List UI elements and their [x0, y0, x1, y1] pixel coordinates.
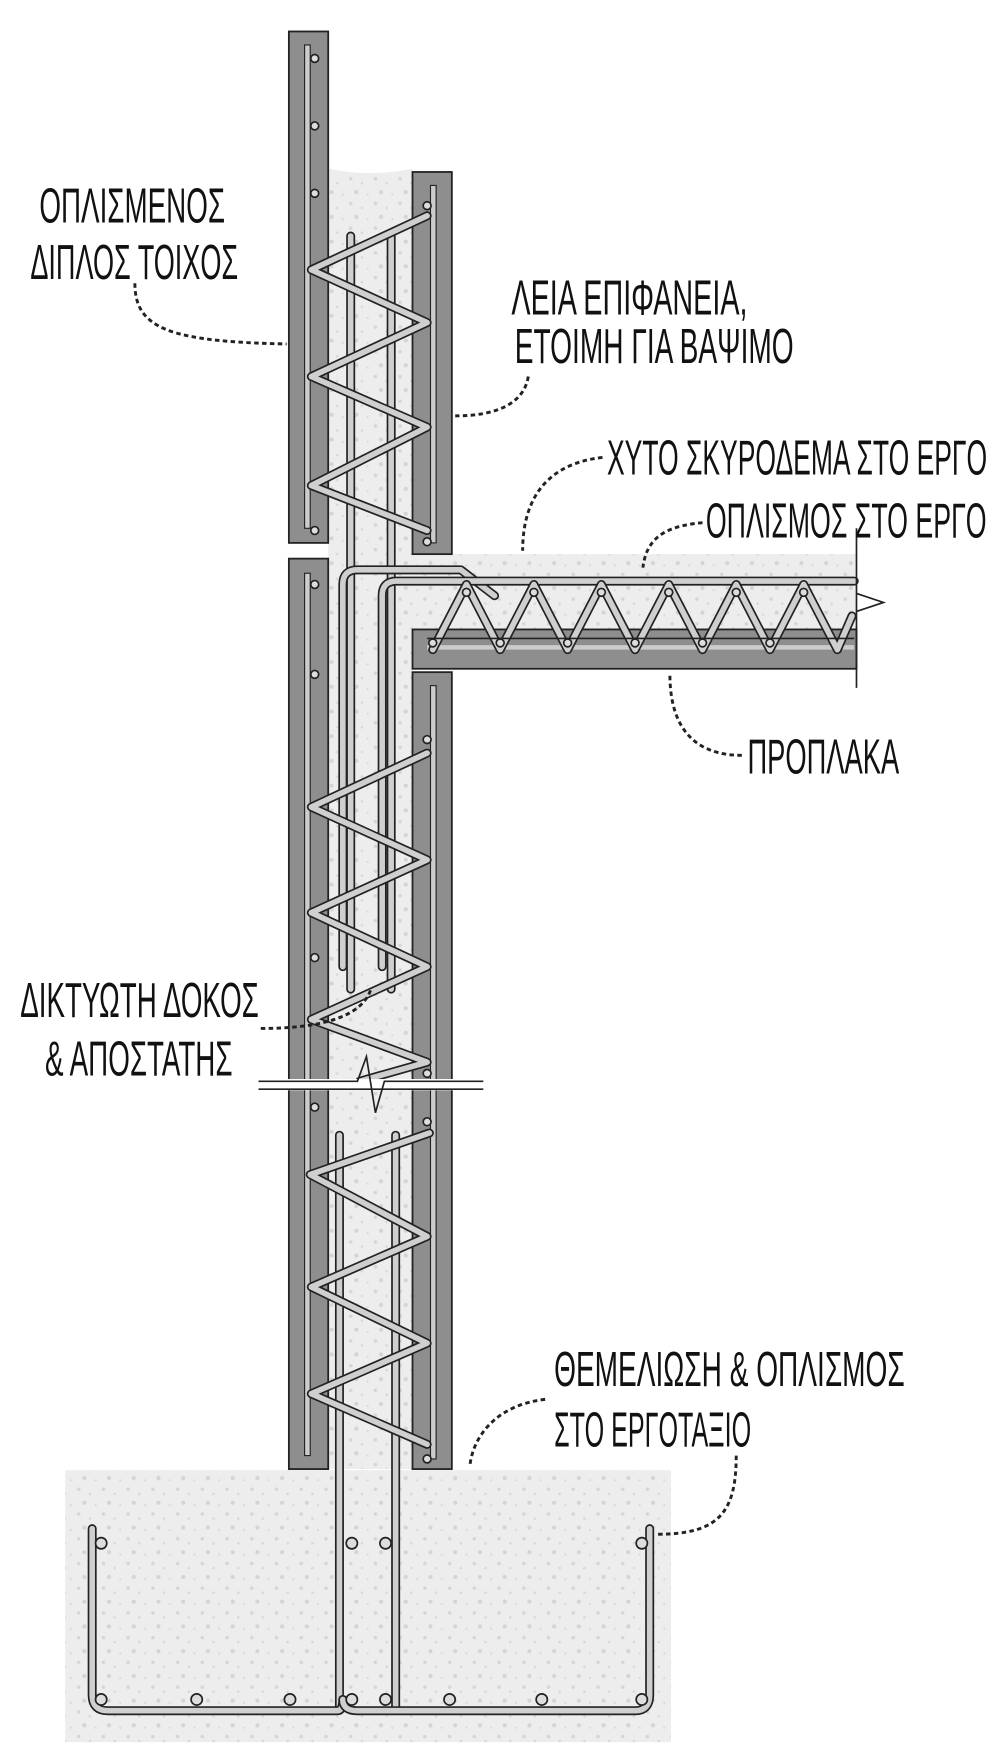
leader-double-wall [133, 283, 287, 346]
slab-cut-mark [856, 592, 887, 613]
label-foundation-line2: ΣΤΟ ΕΡΓΟΤΑΞΙΟ [554, 1403, 751, 1457]
label-reinforced-double-wall-line2: ΔΙΠΛΟΣ ΤΟΙΧΟΣ [30, 236, 238, 290]
label-smooth-surface-line1: ΛΕΙΑ ΕΠΙΦΑΝΕΙΑ, [511, 272, 747, 326]
label-foundation-line1: ΘΕΜΕΛΙΩΣΗ & ΟΠΛΙΣΜΟΣ [554, 1343, 905, 1397]
panel-rebar-dots [309, 53, 432, 1464]
slab-lattice-truss [427, 579, 857, 655]
label-precast-slab: ΠΡΟΠΛΑΚΑ [747, 730, 899, 784]
label-cast-in-place-concrete: ΧΥΤΟ ΣΚΥΡΟΔΕΜΑ ΣΤΟ ΕΡΓΟ [607, 431, 987, 485]
foundation-footing [65, 1470, 672, 1743]
leader-precast-slab [668, 674, 742, 757]
label-lattice-girder-line1: ΔΙΚΤΥΩΤΗ ΔΟΚΟΣ [20, 974, 259, 1028]
footing-rebar [87, 1524, 655, 1716]
leader-lattice-girder [260, 988, 373, 1030]
label-smooth-surface-line2: ΕΤΟΙΜΗ ΓΙΑ ΒΑΨΙΜΟ [515, 320, 794, 374]
lattice-vertical-bars [334, 231, 859, 1711]
leader-cast-reinforcement [641, 521, 703, 568]
right-wall-panel-upper [411, 171, 453, 556]
break-line [258, 1053, 484, 1113]
leader-foundation [468, 1397, 546, 1467]
left-wall-panel-upper [287, 30, 330, 544]
leader-cast-concrete [521, 456, 603, 551]
leader-site [657, 1455, 738, 1536]
wall-zigzag-bars [305, 211, 434, 1449]
leader-smooth-surface [455, 376, 530, 418]
label-lattice-girder-line2: & ΑΠΟΣΤΑΤΗΣ [45, 1032, 233, 1086]
label-cast-in-place-reinforcement: ΟΠΛΙΣΜΟΣ ΣΤΟ ΕΡΓΟ [706, 494, 987, 548]
right-wall-panel-lower [411, 671, 453, 1470]
label-reinforced-double-wall-line1: ΟΠΛΙΣΜΕΝΟΣ [39, 179, 225, 233]
